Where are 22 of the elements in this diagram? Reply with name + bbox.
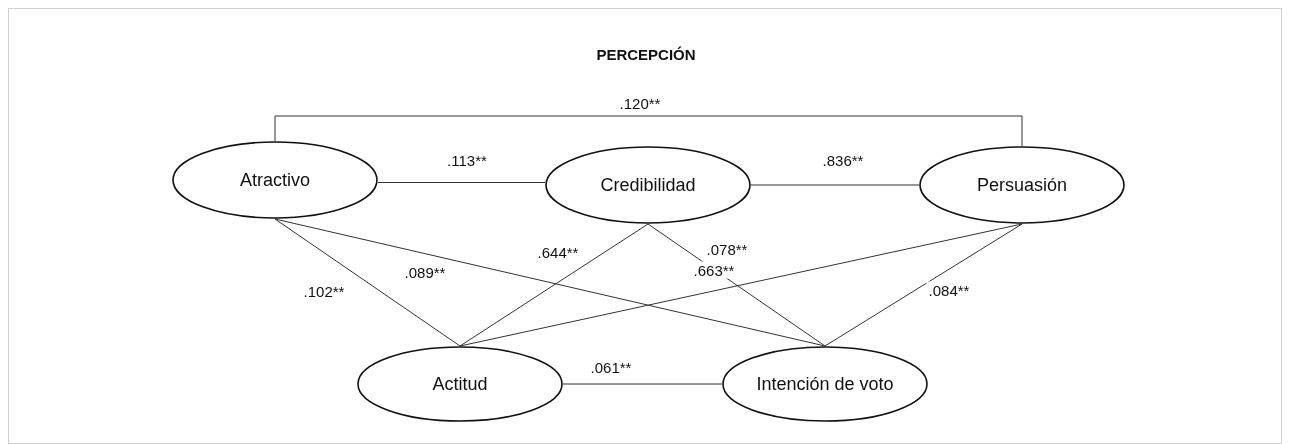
connector-line bbox=[459, 223, 649, 347]
variable-ellipse bbox=[545, 146, 751, 224]
variable-label: Actitud bbox=[432, 373, 488, 395]
variable-label: Atractivo bbox=[240, 169, 310, 191]
variable-label: Persuasión bbox=[976, 174, 1068, 196]
variable-ellipse bbox=[722, 346, 928, 422]
variable-label: Credibilidad bbox=[600, 174, 696, 196]
connector-line bbox=[274, 218, 461, 347]
variable-label: Intención de voto bbox=[756, 373, 894, 395]
connector-line bbox=[274, 218, 826, 347]
edge-label: .663** bbox=[691, 261, 737, 279]
edge-label: .084** bbox=[926, 281, 972, 299]
connector-line bbox=[750, 184, 920, 186]
variable-ellipse bbox=[172, 141, 378, 219]
diagram-title: PERCEPCIÓN bbox=[596, 46, 696, 63]
connector-line bbox=[377, 182, 546, 183]
connector-line bbox=[459, 223, 1023, 347]
connector-line bbox=[274, 115, 1023, 147]
connector-line bbox=[562, 383, 723, 385]
variable-ellipse bbox=[357, 346, 563, 422]
variable-ellipse bbox=[919, 146, 1125, 224]
connector-line bbox=[824, 223, 1023, 347]
